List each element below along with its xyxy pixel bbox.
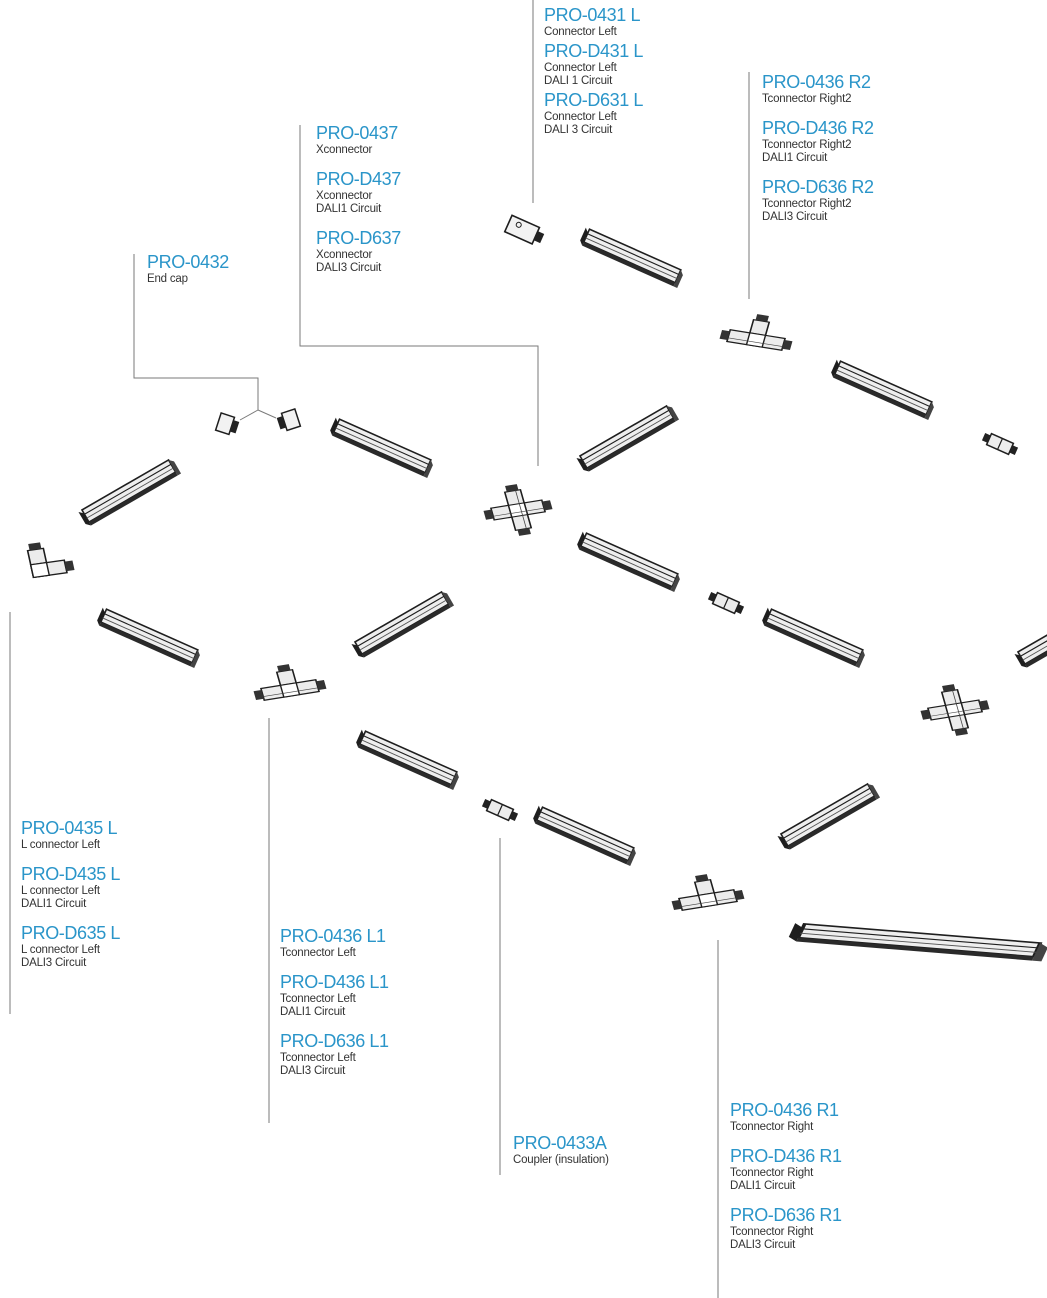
- t-connector-icon: [246, 308, 800, 913]
- product-entry: PRO-D436 L1 Tconnector Left DALI1 Circui…: [280, 972, 389, 1019]
- label-group-connector-left: PRO-0431 L Connector Left PRO-D431 L Con…: [544, 5, 643, 139]
- product-entry: PRO-D635 L L connector Left DALI3 Circui…: [21, 923, 120, 970]
- product-entry: PRO-D437 Xconnector DALI1 Circuit: [316, 169, 401, 216]
- product-entry: PRO-0437 Xconnector: [316, 123, 401, 157]
- product-desc: Connector Left: [544, 25, 617, 38]
- product-desc: L connector Left: [21, 884, 100, 897]
- product-desc: Tconnector Left: [280, 946, 356, 959]
- product-desc: L connector Left: [21, 943, 100, 956]
- product-desc: DALI 3 Circuit: [544, 123, 613, 136]
- product-desc: DALI1 Circuit: [730, 1179, 796, 1192]
- product-entry: PRO-D637 Xconnector DALI3 Circuit: [316, 228, 401, 275]
- product-desc: Tconnector Left: [280, 992, 356, 1005]
- product-code: PRO-D436 R2: [762, 117, 874, 138]
- product-desc: DALI 1 Circuit: [544, 74, 613, 87]
- product-desc: Tconnector Right: [730, 1120, 814, 1133]
- product-desc: DALI3 Circuit: [21, 956, 87, 969]
- product-desc: Coupler (insulation): [513, 1153, 609, 1166]
- product-entry: PRO-D435 L L connector Left DALI1 Circui…: [21, 864, 120, 911]
- label-group-end-cap: PRO-0432 End cap: [147, 252, 229, 286]
- product-code: PRO-0436 R1: [730, 1100, 839, 1120]
- product-desc: DALI1 Circuit: [21, 897, 87, 910]
- product-code: PRO-D437: [316, 168, 401, 189]
- product-code: PRO-D631 L: [544, 90, 644, 111]
- product-code: PRO-D436 R1: [730, 1145, 842, 1166]
- product-entry: PRO-0432 End cap: [147, 252, 229, 286]
- product-desc: Xconnector: [316, 189, 373, 202]
- label-group-tconnector-right2: PRO-0436 R2 Tconnector Right2 PRO-D436 R…: [762, 72, 874, 224]
- coupler-icon: [480, 430, 1020, 824]
- product-desc: Tconnector Right: [730, 1225, 814, 1238]
- label-group-xconnector: PRO-0437 Xconnector PRO-D437 Xconnector …: [316, 123, 401, 275]
- connector-left-icon: [503, 214, 547, 248]
- product-code: PRO-D636 R1: [730, 1205, 842, 1226]
- product-desc: DALI3 Circuit: [316, 261, 382, 274]
- label-group-coupler: PRO-0433A Coupler (insulation): [513, 1133, 609, 1167]
- product-entry: PRO-0436 R2 Tconnector Right2: [762, 72, 874, 106]
- label-group-lconnector-left: PRO-0435 L L connector Left PRO-D435 L L…: [21, 818, 120, 970]
- product-code: PRO-D636 R2: [762, 177, 874, 198]
- product-code: PRO-D435 L: [21, 863, 121, 884]
- label-group-tconnector-right1: PRO-0436 R1 Tconnector Right PRO-D436 R1…: [730, 1100, 842, 1252]
- track-rail-icon: [77, 226, 1047, 964]
- product-desc: DALI3 Circuit: [730, 1238, 796, 1251]
- product-desc: DALI3 Circuit: [762, 210, 828, 223]
- product-entry: PRO-0431 L Connector Left: [544, 5, 643, 39]
- product-desc: DALI1 Circuit: [762, 151, 828, 164]
- product-desc: Tconnector Right2: [762, 197, 852, 210]
- product-code: PRO-0436 L1: [280, 926, 386, 946]
- product-code: PRO-D436 L1: [280, 971, 389, 992]
- product-entry: PRO-D636 L1 Tconnector Left DALI3 Circui…: [280, 1031, 389, 1078]
- product-desc: L connector Left: [21, 838, 100, 851]
- product-desc: Tconnector Right: [730, 1166, 814, 1179]
- product-code: PRO-0435 L: [21, 818, 118, 838]
- product-desc: Tconnector Left: [280, 1051, 356, 1064]
- product-entry: PRO-0433A Coupler (insulation): [513, 1133, 609, 1167]
- product-desc: End cap: [147, 272, 188, 285]
- product-entry: PRO-D636 R2 Tconnector Right2 DALI3 Circ…: [762, 177, 874, 224]
- end-cap-icon: [214, 408, 302, 438]
- product-entry: PRO-D631 L Connector Left DALI 3 Circuit: [544, 90, 643, 137]
- product-desc: DALI3 Circuit: [280, 1064, 346, 1077]
- product-code: PRO-0437: [316, 123, 398, 143]
- product-entry: PRO-D436 R2 Tconnector Right2 DALI1 Circ…: [762, 118, 874, 165]
- product-entry: PRO-0436 R1 Tconnector Right: [730, 1100, 842, 1134]
- product-desc: Xconnector: [316, 143, 373, 156]
- product-code: PRO-0432: [147, 252, 229, 272]
- product-code: PRO-D637: [316, 228, 401, 249]
- product-code: PRO-0433A: [513, 1133, 607, 1153]
- product-entry: PRO-0435 L L connector Left: [21, 818, 120, 852]
- product-desc: Connector Left: [544, 110, 617, 123]
- product-code: PRO-D635 L: [21, 923, 121, 944]
- product-code: PRO-0436 R2: [762, 72, 871, 92]
- product-desc: Tconnector Right2: [762, 138, 852, 151]
- product-desc: DALI1 Circuit: [316, 202, 382, 215]
- product-desc: DALI1 Circuit: [280, 1005, 346, 1018]
- product-code: PRO-D431 L: [544, 40, 644, 61]
- leader-lines: [9, 0, 750, 1298]
- product-desc: Tconnector Right2: [762, 92, 852, 105]
- product-entry: PRO-D431 L Connector Left DALI 1 Circuit: [544, 41, 643, 88]
- label-group-tconnector-left1: PRO-0436 L1 Tconnector Left PRO-D436 L1 …: [280, 926, 389, 1078]
- product-desc: Connector Left: [544, 61, 617, 74]
- product-code: PRO-D636 L1: [280, 1031, 389, 1052]
- product-entry: PRO-D436 R1 Tconnector Right DALI1 Circu…: [730, 1146, 842, 1193]
- product-entry: PRO-D636 R1 Tconnector Right DALI3 Circu…: [730, 1205, 842, 1252]
- product-code: PRO-0431 L: [544, 5, 641, 25]
- product-desc: Xconnector: [316, 248, 373, 261]
- product-entry: PRO-0436 L1 Tconnector Left: [280, 926, 389, 960]
- l-connector-icon: [25, 537, 76, 579]
